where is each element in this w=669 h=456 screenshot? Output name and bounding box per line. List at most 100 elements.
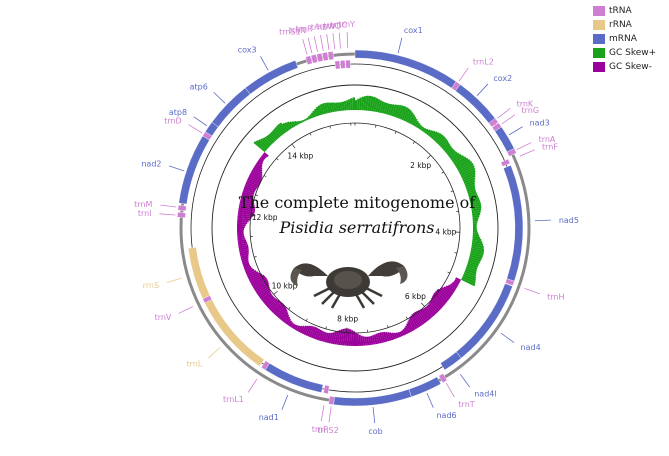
gc-skew-segment (332, 102, 337, 112)
gc-skew-segment (472, 223, 477, 226)
scale-tick (305, 318, 308, 322)
gene-arc-trnI (177, 212, 186, 218)
gc-skew-segment (237, 241, 247, 245)
gc-skew-segment (299, 325, 305, 334)
gc-skew-segment (472, 232, 479, 235)
gc-skew-segment (316, 329, 322, 341)
gene-label-trnE: trnE (311, 23, 327, 32)
gene-arc-trnS2 (328, 395, 335, 405)
gc-skew-segment (449, 151, 458, 159)
scale-tick (329, 125, 331, 129)
gc-skew-segment (461, 169, 476, 179)
gc-skew-segment (291, 121, 296, 127)
gc-skew-segment (260, 138, 271, 148)
gene-leader-atp6 (213, 91, 226, 104)
gc-skew-segment (451, 282, 459, 287)
legend-label: mRNA (609, 34, 637, 44)
gc-skew-segment (471, 244, 484, 249)
legend-item: GC Skew- (593, 60, 669, 74)
gc-skew-segment (237, 217, 251, 221)
gc-skew-segment (467, 260, 480, 266)
kbp-label: 8 kbp (337, 315, 358, 324)
gc-skew-segment (302, 119, 306, 122)
gc-skew-segment (447, 150, 457, 157)
gc-skew-segment (237, 233, 244, 237)
gc-skew-segment (310, 326, 317, 339)
gc-skew-segment (471, 210, 481, 214)
gc-skew-segment (410, 315, 420, 329)
gc-skew-segment (284, 122, 291, 131)
gc-skew-segment (433, 292, 447, 304)
gc-skew-segment (304, 118, 308, 122)
gene-label-trnA: trnA (539, 135, 556, 144)
gc-skew-segment (250, 170, 263, 179)
scale-tick (387, 325, 389, 328)
legend-item: rRNA (593, 18, 669, 32)
gc-skew-segment (468, 195, 479, 200)
gene-arc-nad1 (264, 362, 324, 393)
legend-swatch (593, 48, 605, 58)
gc-skew-segment (436, 136, 446, 145)
gc-skew-segment (468, 256, 482, 262)
gc-skew-segment (367, 95, 372, 111)
gc-skew-segment (363, 95, 367, 111)
gc-skew-segment (435, 289, 450, 301)
gc-skew-segment (352, 97, 355, 111)
gene-arc-trnY (345, 59, 351, 69)
gc-skew-segment (395, 332, 400, 339)
gc-skew-segment (452, 155, 465, 164)
gene-arc-cox3 (244, 60, 299, 95)
gc-skew-segment (446, 148, 455, 156)
gc-skew-segment (445, 285, 456, 293)
gc-skew-segment (472, 228, 477, 231)
gc-skew-segment (465, 268, 477, 275)
kbp-label: 10 kbp (272, 282, 298, 291)
gc-skew-segment (445, 146, 453, 154)
gc-skew-segment (412, 118, 418, 126)
gene-leader-trnG (501, 114, 516, 125)
gc-skew-segment (328, 332, 333, 344)
gc-skew-track (237, 95, 485, 346)
kbp-label: 12 kbp (252, 213, 278, 222)
gc-skew-segment (377, 100, 383, 113)
gc-skew-segment (242, 260, 249, 265)
gc-skew-segment (437, 288, 451, 300)
scale-tick (426, 155, 431, 159)
gc-skew-segment (472, 217, 479, 220)
gc-skew-segment (462, 174, 476, 182)
legend-label: tRNA (609, 6, 632, 16)
gc-skew-segment (245, 181, 258, 189)
gc-skew-segment (253, 165, 263, 172)
gc-skew-segment (430, 297, 443, 309)
gc-skew-segment (352, 331, 355, 346)
gc-skew-segment (250, 275, 266, 286)
gc-skew-segment (337, 102, 341, 112)
gc-skew-segment (260, 155, 266, 160)
gc-skew-segment (404, 110, 413, 122)
gc-skew-segment (240, 199, 255, 205)
gc-skew-segment (470, 203, 482, 208)
gc-skew-segment (428, 302, 439, 313)
gc-skew-segment (471, 246, 485, 251)
gc-skew-segment (305, 325, 312, 336)
gene-label-trnM: trnM (134, 200, 152, 209)
gc-skew-segment (379, 332, 384, 343)
gc-skew-segment (453, 156, 467, 166)
gene-label-trnL: trnL (186, 359, 202, 368)
gc-skew-segment (277, 307, 288, 319)
gc-skew-segment (308, 326, 316, 338)
gc-skew-segment (385, 103, 391, 115)
gc-skew-segment (259, 156, 265, 162)
gc-skew-segment (326, 102, 331, 114)
gene-label-trnL1: trnL1 (223, 395, 244, 404)
gc-skew-segment (389, 332, 394, 341)
gc-skew-segment (472, 219, 478, 222)
gc-skew-segment (384, 331, 390, 342)
gc-skew-segment (420, 126, 425, 132)
gc-skew-segment (372, 335, 376, 345)
gc-skew-segment (404, 325, 411, 334)
gene-arc-trnA (506, 148, 517, 157)
title-line-1: The complete mitogenome of (239, 193, 476, 212)
